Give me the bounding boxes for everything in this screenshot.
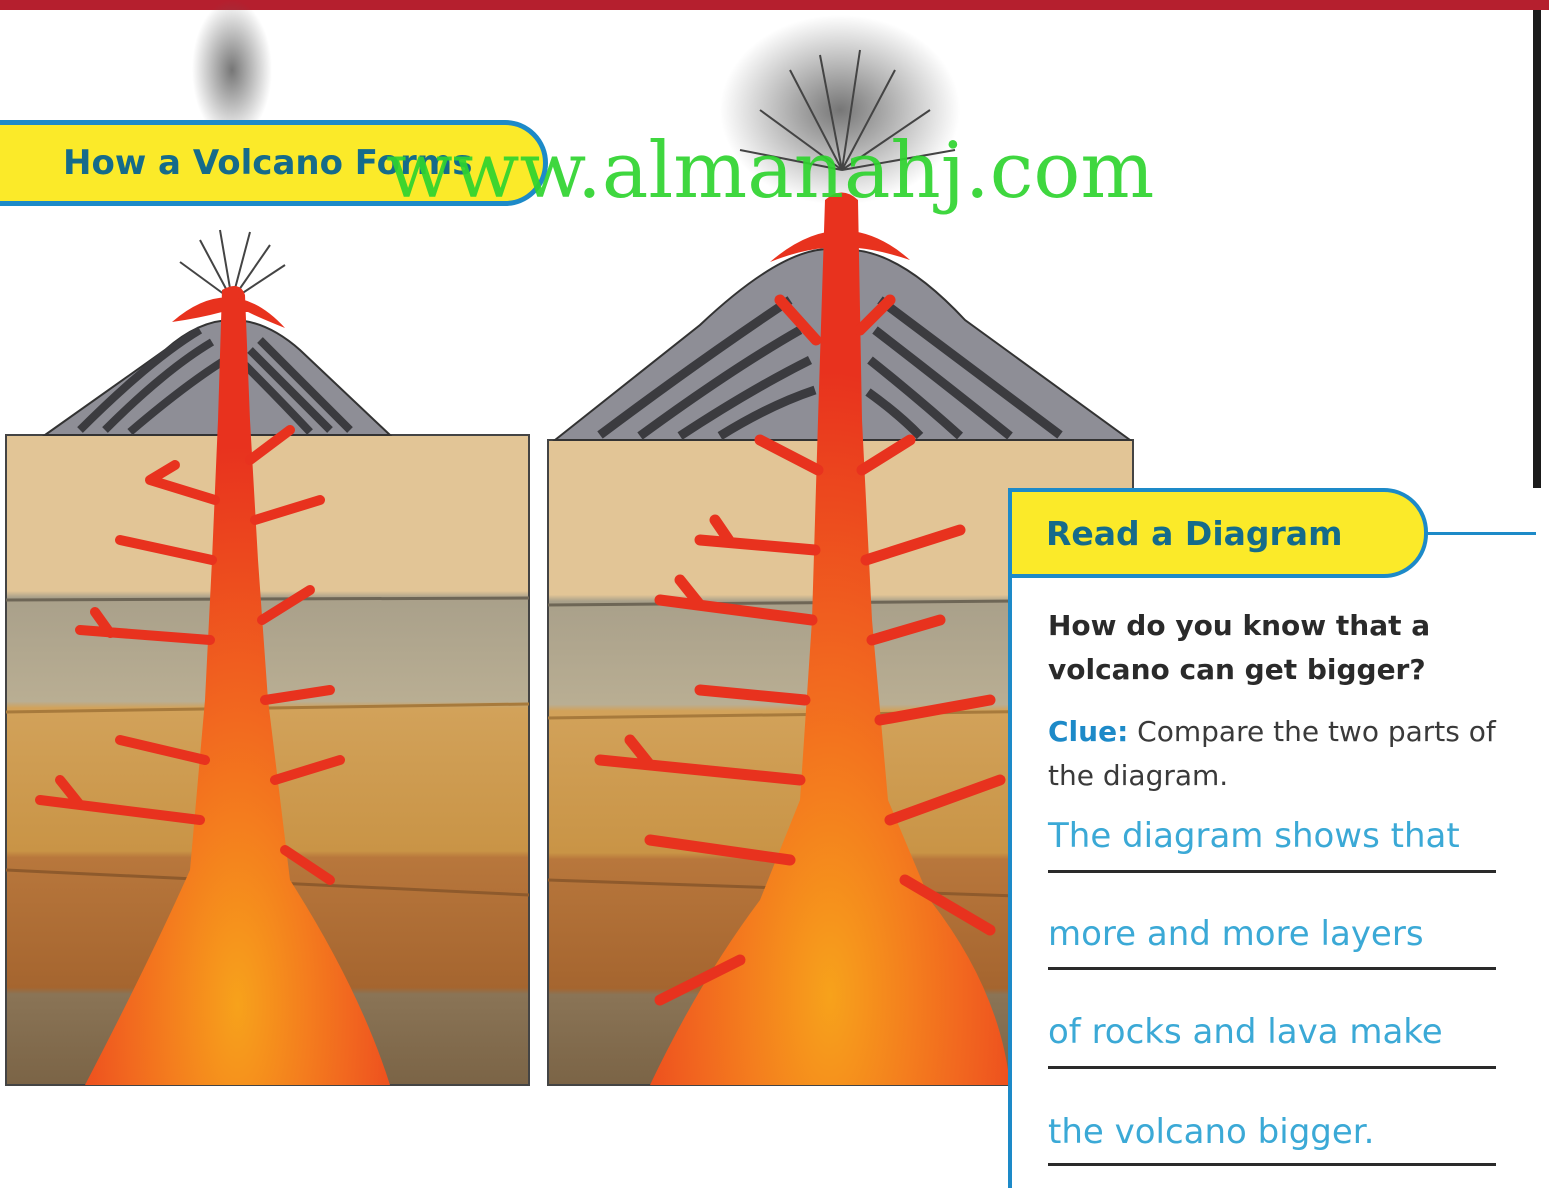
answer-rule-2 — [1048, 967, 1496, 970]
answer-line-3[interactable]: of rocks and lava make — [1048, 1012, 1496, 1052]
panel-connector-line — [1428, 532, 1536, 535]
answer-line-2[interactable]: more and more layers — [1048, 914, 1496, 954]
answer-rule-3 — [1048, 1066, 1496, 1069]
clue-label: Clue: — [1048, 715, 1128, 748]
answer-rule-1 — [1048, 870, 1496, 873]
clue-text: Clue: Compare the two parts of the diagr… — [1048, 710, 1508, 798]
answer-line-4[interactable]: the volcano bigger. — [1048, 1112, 1496, 1152]
read-a-diagram-tab: Read a Diagram — [1008, 488, 1428, 578]
answer-rule-4 — [1048, 1163, 1496, 1166]
answer-line-1[interactable]: The diagram shows that — [1048, 816, 1496, 856]
watermark: www.almanahj.com — [386, 132, 1154, 210]
question-text: How do you know that a volcano can get b… — [1048, 604, 1508, 692]
read-a-diagram-heading: Read a Diagram — [1046, 514, 1342, 553]
